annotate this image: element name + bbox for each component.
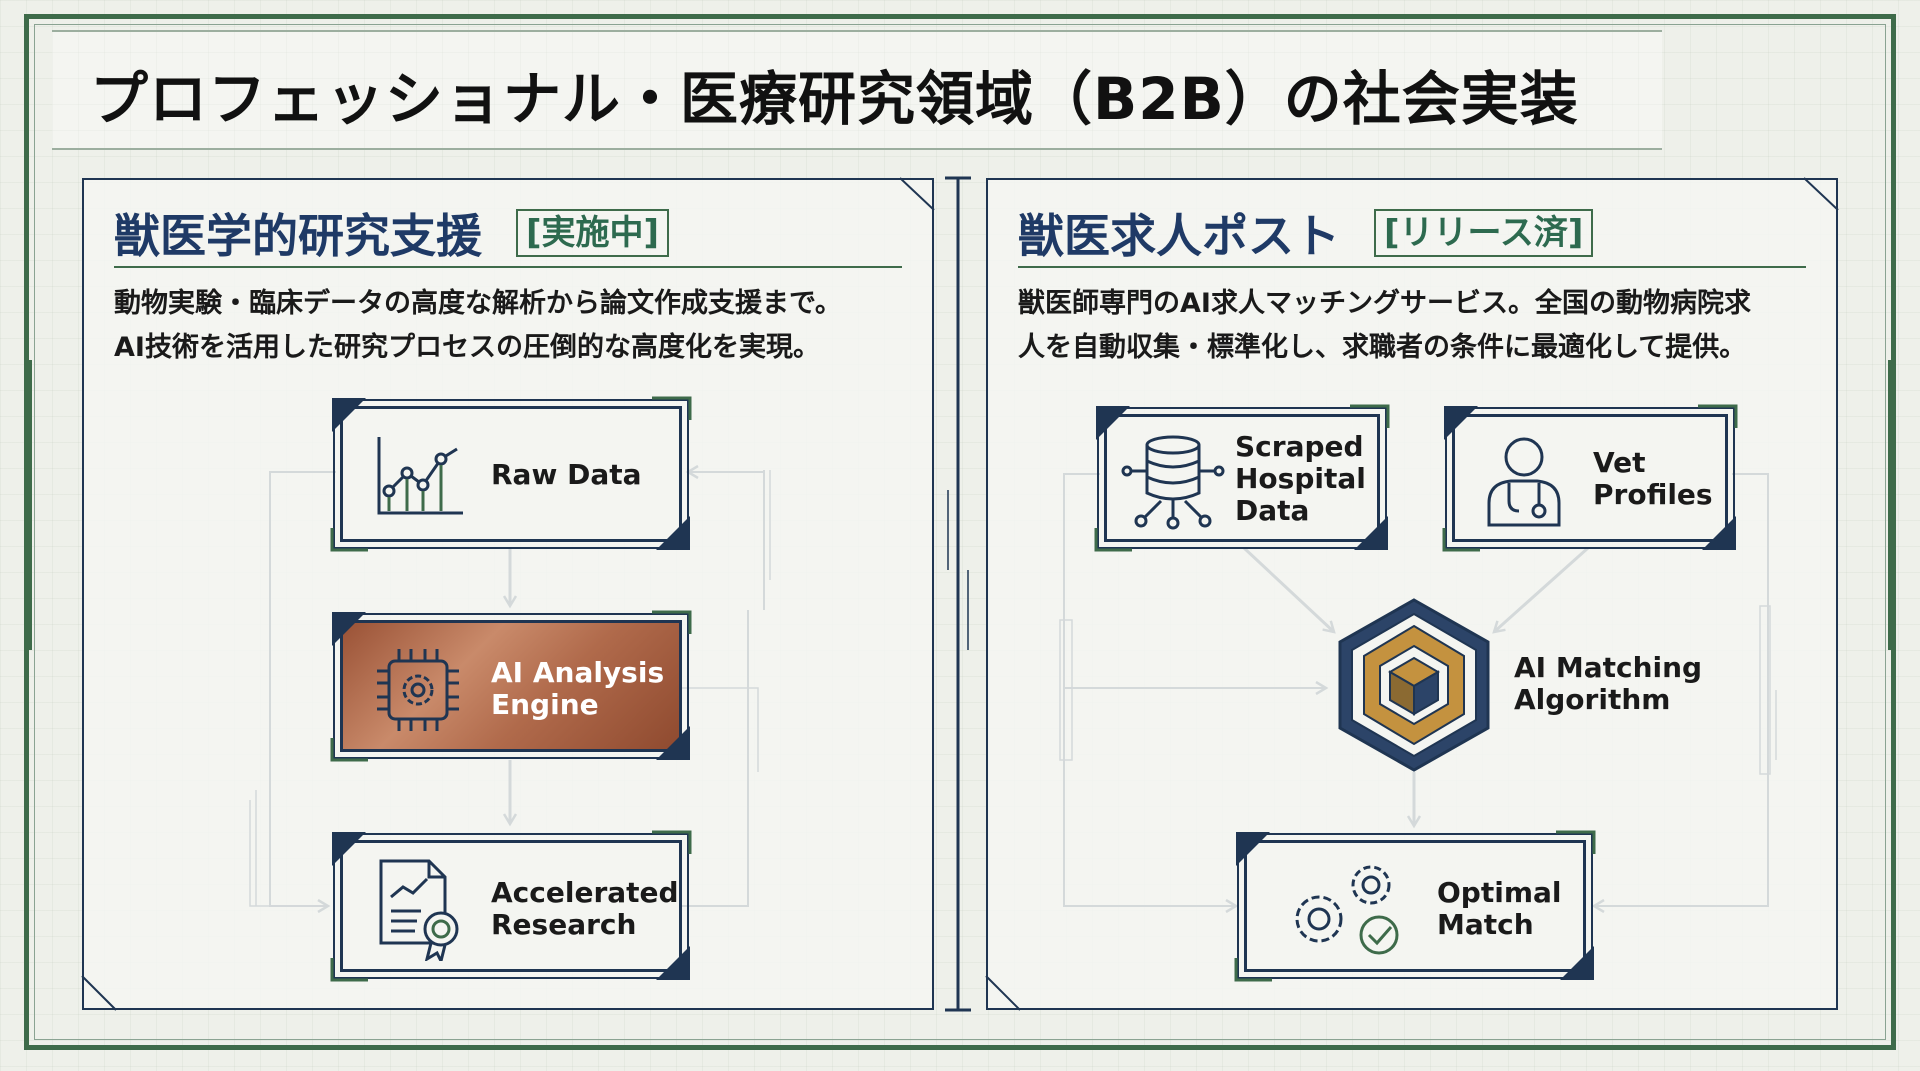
database-icon <box>1121 435 1225 530</box>
doctor-icon <box>1487 437 1561 527</box>
node-accelerated-research: Accelerated Research <box>333 833 689 979</box>
node-scraped-hospital-data: Scraped Hospital Data <box>1097 407 1387 549</box>
node-label: Research <box>491 908 637 941</box>
node-label: Engine <box>491 688 599 721</box>
panel-divider <box>114 266 902 268</box>
node-label: Optimal <box>1437 876 1562 909</box>
hexagon-cube-icon <box>1338 598 1490 772</box>
node-label: Raw Data <box>491 458 642 491</box>
node-label: Algorithm <box>1514 683 1671 716</box>
node-label: Accelerated <box>491 876 679 909</box>
panel-description: 動物実験・臨床データの高度な解析から論文作成支援まで。 AI技術を活用した研究プ… <box>114 282 912 370</box>
inner-frame <box>34 24 1886 1040</box>
node-label: Data <box>1235 494 1310 527</box>
node-ai-analysis-engine: AI Analysis Engine <box>333 613 689 759</box>
left-edge-bar <box>24 360 32 650</box>
node-label: Vet <box>1593 446 1646 479</box>
node-label: Match <box>1437 908 1534 941</box>
chip-gear-icon <box>377 649 459 731</box>
right-edge-bar <box>1888 360 1896 650</box>
description-line: 獣医師専門のAI求人マッチングサービス。全国の動物病院求 <box>1018 288 1751 319</box>
description-line: 人を自動収集・標準化し、求職者の条件に最適化して提供。 <box>1018 332 1747 363</box>
node-label: Profiles <box>1593 478 1713 511</box>
node-ai-matching-algorithm: AI Matching Algorithm <box>1514 652 1702 716</box>
status-badge: [実施中] <box>516 208 670 258</box>
status-badge: [リリース済] <box>1374 208 1594 258</box>
description-line: AI技術を活用した研究プロセスの圧倒的な高度化を実現。 <box>114 332 820 363</box>
panel-heading: 獣医学的研究支援 [実施中] <box>114 200 670 266</box>
node-label: Hospital <box>1235 462 1366 495</box>
node-raw-data: Raw Data <box>333 399 689 549</box>
panel-divider <box>1018 266 1806 268</box>
panel-description: 獣医師専門のAI求人マッチングサービス。全国の動物病院求 人を自動収集・標準化し… <box>1018 282 1816 370</box>
description-line: 動物実験・臨床データの高度な解析から論文作成支援まで。 <box>114 288 842 319</box>
node-optimal-match: Optimal Match <box>1237 833 1593 979</box>
document-award-icon <box>379 859 459 961</box>
node-vet-profiles: Vet Profiles <box>1445 407 1735 549</box>
gears-check-icon <box>1295 865 1399 955</box>
line-chart-icon <box>377 437 463 515</box>
node-label: AI Matching <box>1514 651 1703 684</box>
page-title: プロフェッショナル・医療研究領域（B2B）の社会実装 <box>90 65 1579 133</box>
panel-heading: 獣医求人ポスト [リリース済] <box>1018 200 1594 266</box>
title-band <box>52 30 1662 150</box>
node-label: Scraped <box>1235 430 1364 463</box>
panel-title: 獣医求人ポスト <box>1018 209 1340 263</box>
panel-title: 獣医学的研究支援 <box>114 209 482 263</box>
node-label: AI Analysis <box>491 656 665 689</box>
